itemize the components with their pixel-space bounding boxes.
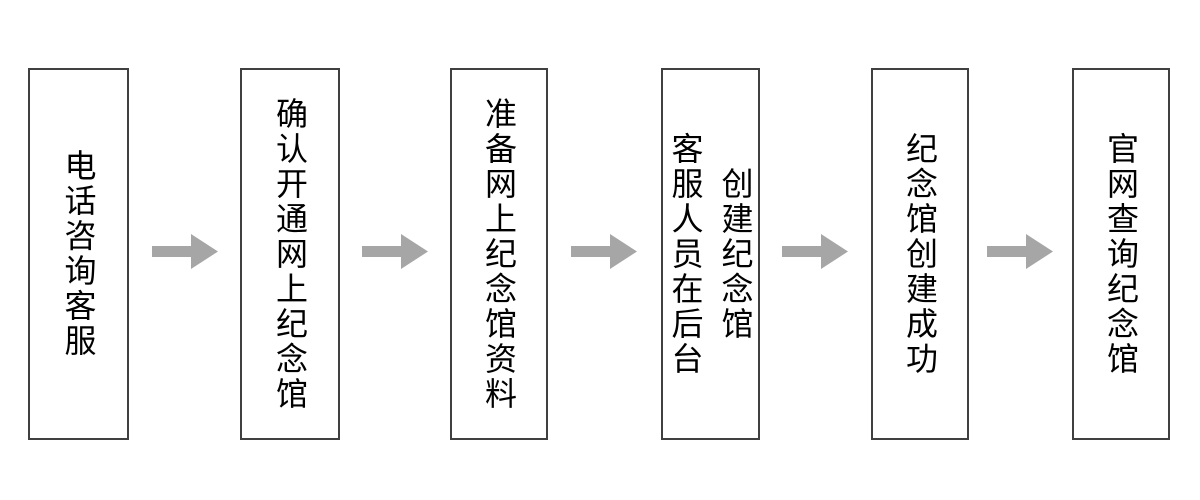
flow-step-4: 客服人员在后台 创建纪念馆: [661, 68, 760, 440]
arrow-right-icon: [571, 234, 637, 269]
flow-step-2: 确认开通网上纪念馆: [240, 68, 340, 440]
arrow-right-icon: [362, 234, 428, 269]
flow-step-2-label: 确认开通网上纪念馆: [272, 96, 308, 412]
flow-step-3: 准备网上纪念馆资料: [450, 68, 548, 440]
arrow-right-icon: [782, 234, 848, 269]
flow-step-4-label: 客服人员在后台 创建纪念馆: [667, 131, 754, 377]
arrow-right-icon: [987, 234, 1053, 269]
flow-step-6: 官网查询纪念馆: [1072, 68, 1170, 440]
flow-step-1-label: 电话咨询客服: [60, 149, 97, 359]
flow-step-6-label: 官网查询纪念馆: [1103, 131, 1139, 377]
flow-step-1: 电话咨询客服: [28, 68, 129, 440]
flow-step-5-label: 纪念馆创建成功: [902, 131, 938, 377]
arrow-right-icon: [152, 234, 218, 269]
flow-step-5: 纪念馆创建成功: [871, 68, 969, 440]
flow-step-3-label: 准备网上纪念馆资料: [481, 96, 517, 412]
